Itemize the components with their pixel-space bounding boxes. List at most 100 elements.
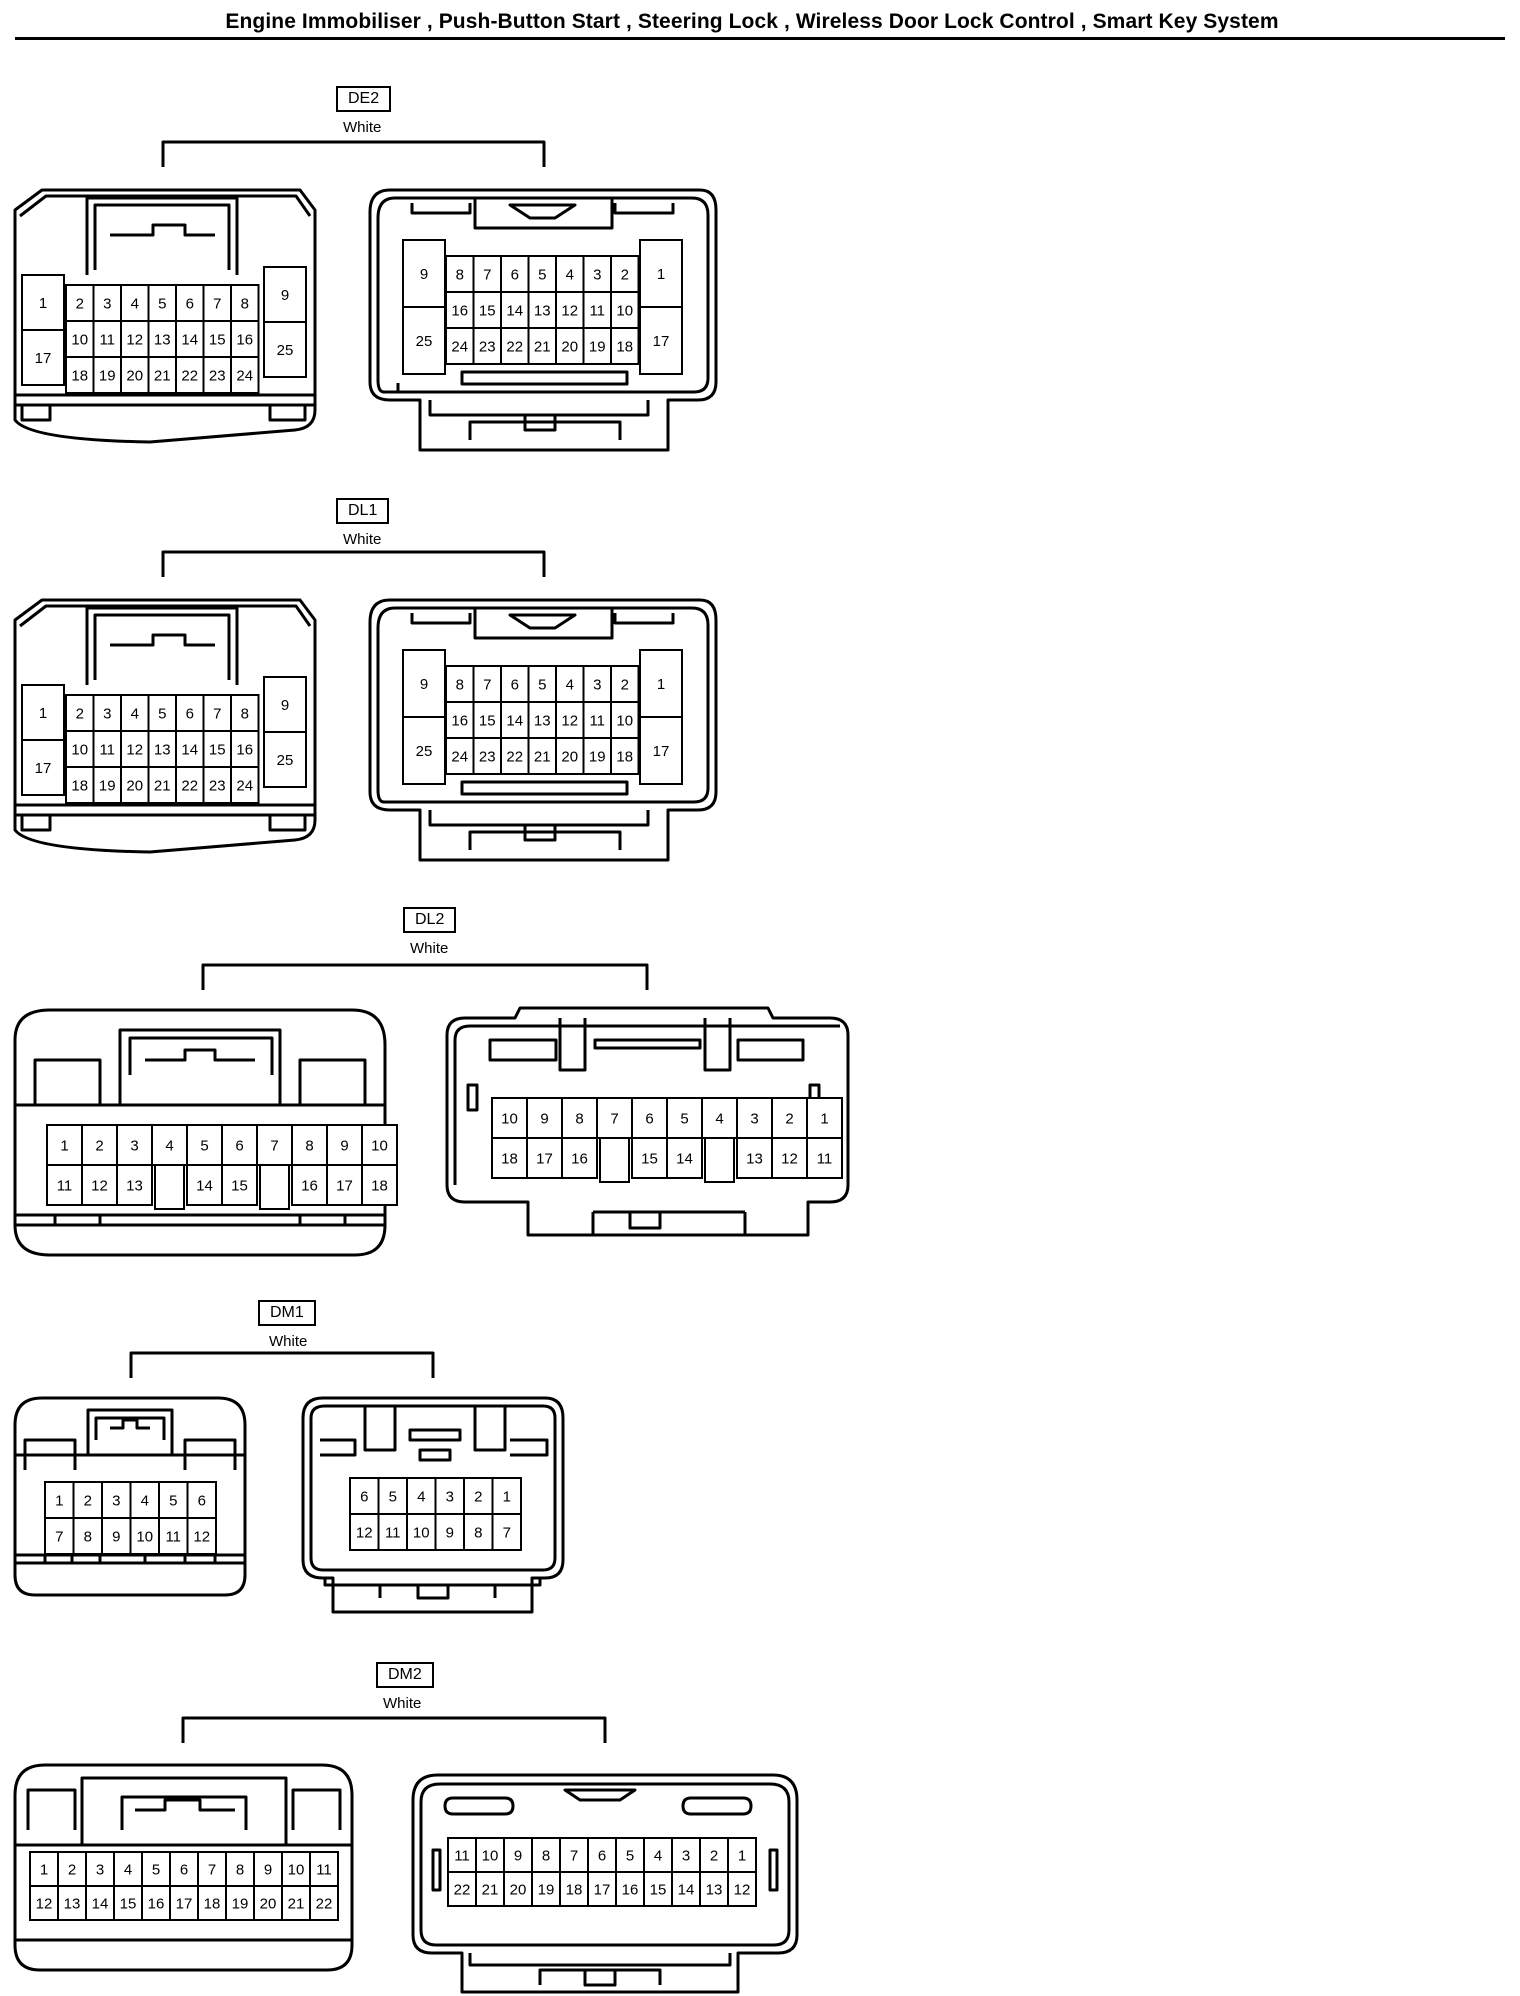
dl1-left-pin-11: 11	[92, 730, 122, 768]
pin-label: 11	[99, 331, 115, 348]
pin-label: 10	[288, 1861, 305, 1878]
dl2-right-pin-10: 10	[491, 1097, 528, 1139]
pin-label: 10	[616, 712, 633, 729]
dl1-right-pin-8: 8	[445, 665, 475, 703]
pin-label: 6	[511, 676, 519, 693]
dm2-left-pin-19: 19	[225, 1885, 255, 1921]
pin-label: 23	[479, 338, 496, 355]
dl2-left-pin-11: 11	[46, 1164, 83, 1206]
dm1-right-pin-1: 1	[491, 1477, 522, 1515]
dm1-left-pin-6: 6	[186, 1481, 217, 1519]
pin-label: 11	[589, 302, 605, 319]
dl1-right-pin-1: 1	[639, 649, 683, 718]
housing-dm2-right	[411, 1773, 799, 1994]
pin-label: 24	[451, 338, 468, 355]
dm1-left-pin-12: 12	[186, 1517, 217, 1555]
pin-label: 13	[126, 1177, 143, 1194]
de2-right-pin-17: 17	[639, 306, 683, 375]
dm2-left-pin-1: 1	[29, 1851, 59, 1887]
title-divider	[15, 37, 1505, 40]
de2-right-pin-16: 16	[445, 291, 475, 329]
dl2-left-pin-13: 13	[116, 1164, 153, 1206]
pin-label: 1	[503, 1488, 511, 1505]
dm1-right-pin-11: 11	[377, 1513, 408, 1551]
dm2-left-pin-13: 13	[57, 1885, 87, 1921]
de2-right-pin-20: 20	[555, 327, 585, 365]
dm1-left-pin-2: 2	[72, 1481, 103, 1519]
pin-label: 5	[158, 295, 166, 312]
dl1-right-pin-3: 3	[582, 665, 612, 703]
dm1-left-pin-1: 1	[44, 1481, 75, 1519]
pin-label: 19	[589, 338, 606, 355]
pin-label: 6	[235, 1137, 243, 1154]
dl2-left-pin-18: 18	[361, 1164, 398, 1206]
de2-right-pin-4: 4	[555, 255, 585, 293]
connector-group-dm1	[13, 1351, 565, 1614]
de2-right-pin-23: 23	[472, 327, 502, 365]
dm2-right-pin-18: 18	[559, 1871, 589, 1907]
dl2-left-pin-17: 17	[326, 1164, 363, 1206]
pin-label: 15	[209, 741, 226, 758]
dm2-left-pin-18: 18	[197, 1885, 227, 1921]
dl1-right-pin-21: 21	[527, 737, 557, 775]
dl2-left-pin-10: 10	[361, 1124, 398, 1166]
pin-label: 1	[657, 266, 665, 283]
pin-label: 5	[680, 1110, 688, 1127]
dm2-right-pin-12: 12	[727, 1871, 757, 1907]
pin-label: 4	[141, 1492, 149, 1509]
de2-left-pin-12: 12	[120, 320, 150, 358]
pin-label: 7	[55, 1528, 63, 1545]
dl1-right-pin-20: 20	[555, 737, 585, 775]
de2-left-pin-11: 11	[92, 320, 122, 358]
dl1-left-pin-9: 9	[263, 676, 307, 733]
pin-label: 5	[169, 1492, 177, 1509]
pin-label: 19	[232, 1895, 249, 1912]
bracket-dl2	[201, 963, 649, 990]
dl1-right-pin-12: 12	[555, 701, 585, 739]
pin-label: 11	[316, 1861, 332, 1878]
de2-left-pin-1: 1	[21, 274, 65, 331]
dl1-right-pin-10: 10	[610, 701, 640, 739]
pin-label: 15	[209, 331, 226, 348]
pin-label: 10	[71, 331, 88, 348]
dl1-left-pin-13: 13	[147, 730, 177, 768]
pin-label: 19	[538, 1881, 555, 1898]
pin-label: 20	[561, 748, 578, 765]
dl1-left-pin-16: 16	[230, 730, 260, 768]
pin-label: 11	[57, 1177, 73, 1194]
de2-left-pin-24: 24	[230, 356, 260, 394]
pin-label: 17	[35, 350, 52, 367]
pin-label: 18	[371, 1177, 388, 1194]
pin-label: 16	[571, 1150, 588, 1167]
pin-label: 8	[456, 676, 464, 693]
pin-label: 7	[270, 1137, 278, 1154]
pin-channel	[704, 1138, 735, 1183]
pin-label: 2	[621, 676, 629, 693]
pin-label: 25	[416, 743, 433, 760]
connector-code-dm2: DM2	[376, 1662, 434, 1688]
dl1-right-pin-17: 17	[639, 716, 683, 785]
dl2-right-pin-1: 1	[806, 1097, 843, 1139]
pin-label: 17	[35, 760, 52, 777]
dm2-right-pin-20: 20	[503, 1871, 533, 1907]
pin-label: 9	[281, 287, 289, 304]
connector-color-dm1: White	[269, 1333, 308, 1350]
pin-label: 11	[385, 1524, 401, 1541]
dm2-right-pin-9: 9	[503, 1837, 533, 1873]
dm1-right-pin-6: 6	[349, 1477, 380, 1515]
pin-label: 4	[131, 295, 139, 312]
pin-label: 22	[181, 367, 198, 384]
dl2-right-pin-13: 13	[736, 1137, 773, 1179]
dm2-right-pin-22: 22	[447, 1871, 477, 1907]
pin-label: 22	[506, 338, 523, 355]
connector-code-dl1: DL1	[336, 498, 390, 524]
de2-right-pin-25: 25	[402, 306, 446, 375]
pin-label: 12	[126, 741, 143, 758]
pin-label: 15	[479, 712, 496, 729]
pin-label: 5	[626, 1847, 634, 1864]
housing-dm2-left	[13, 1763, 354, 1972]
pin-label: 14	[676, 1150, 693, 1167]
dl2-right-pin-15: 15	[631, 1137, 668, 1179]
pin-label: 6	[198, 1492, 206, 1509]
de2-right-pin-12: 12	[555, 291, 585, 329]
